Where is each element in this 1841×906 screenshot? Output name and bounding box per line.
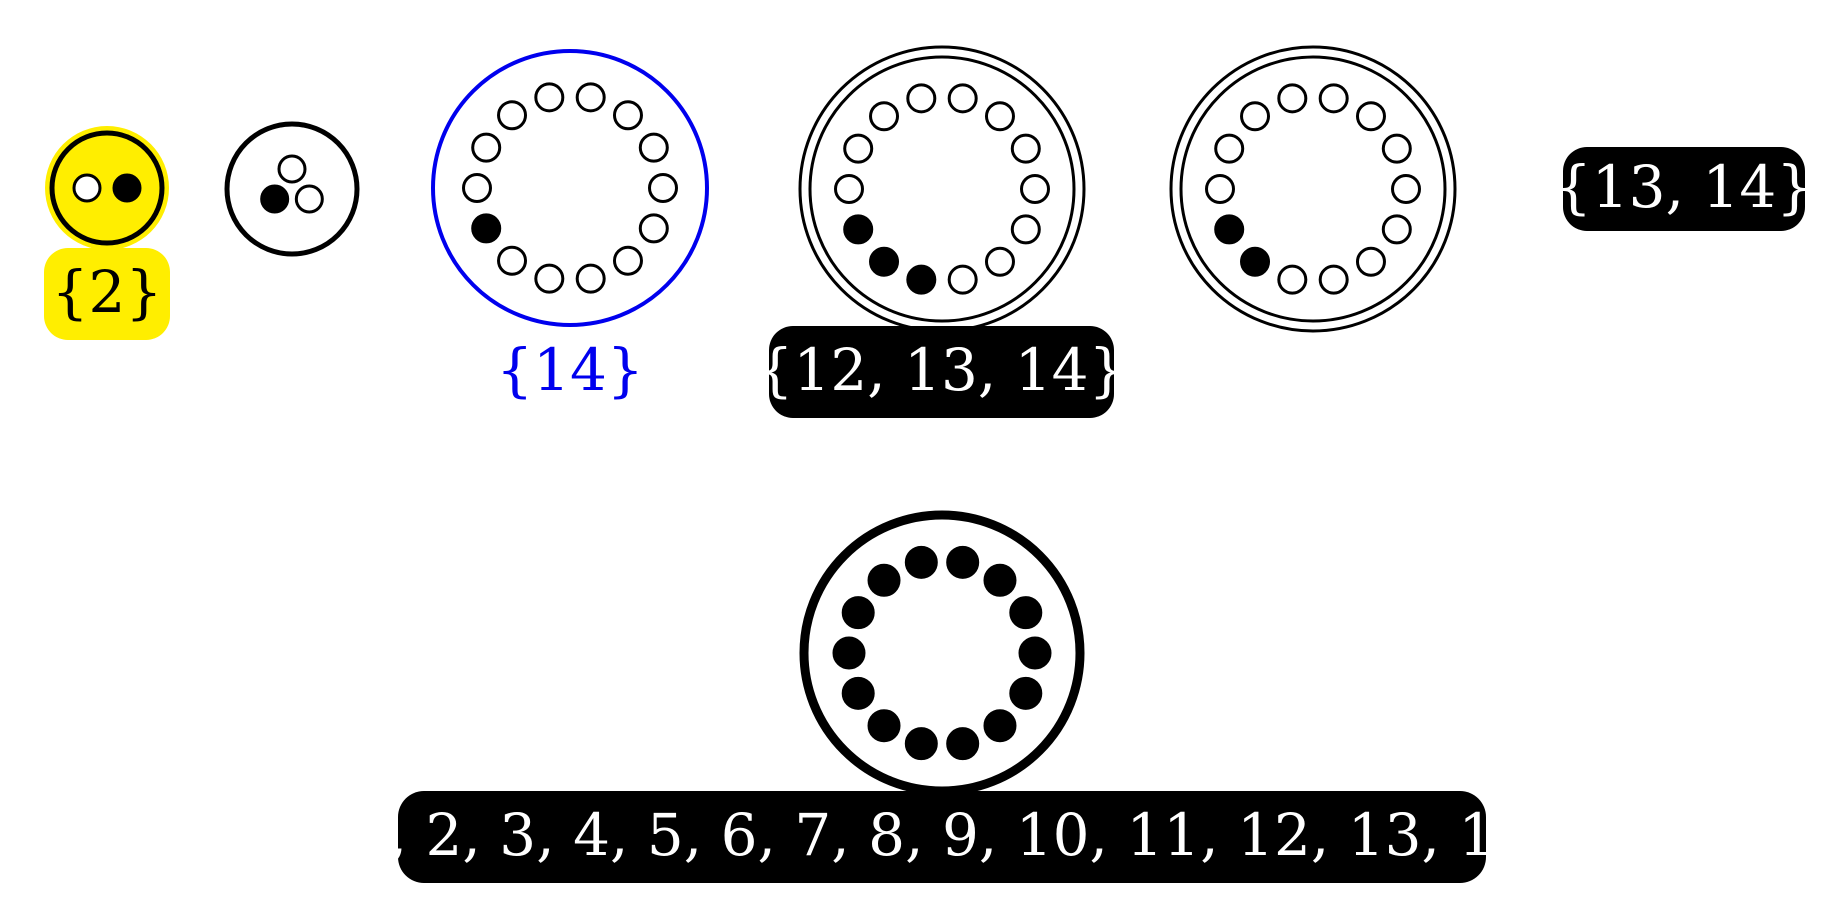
empty-bead bbox=[1277, 83, 1308, 114]
empty-bead bbox=[462, 173, 492, 203]
diagram-14-dots-all-filled: {1, 2, 3, 4, 5, 6, 7, 8, 9, 10, 11, 12, … bbox=[315, 510, 1569, 883]
filled-bead bbox=[867, 709, 901, 743]
empty-bead bbox=[575, 82, 606, 113]
inner-ring bbox=[1179, 55, 1447, 323]
empty-bead bbox=[612, 100, 643, 131]
empty-bead bbox=[534, 82, 565, 113]
empty-bead bbox=[834, 174, 864, 204]
set-label: {12, 13, 14} bbox=[757, 336, 1126, 404]
empty-bead bbox=[1355, 101, 1386, 132]
filled-bead bbox=[946, 545, 980, 579]
empty-bead bbox=[1205, 174, 1235, 204]
empty-bead bbox=[947, 264, 978, 295]
filled-bead bbox=[832, 636, 866, 670]
diagram-3-dots bbox=[224, 121, 360, 257]
empty-bead bbox=[638, 213, 669, 244]
filled-bead bbox=[983, 563, 1017, 597]
label-badge bbox=[44, 248, 170, 340]
filled-bead bbox=[983, 709, 1017, 743]
label-badge bbox=[1563, 147, 1805, 231]
outer-ring bbox=[49, 130, 165, 246]
filled-bead bbox=[1009, 676, 1043, 710]
empty-bead bbox=[1214, 133, 1245, 164]
filled-bead bbox=[906, 264, 937, 295]
empty-bead bbox=[1010, 214, 1041, 245]
filled-bead bbox=[841, 596, 875, 630]
empty-bead bbox=[277, 154, 307, 184]
filled-bead bbox=[946, 727, 980, 761]
empty-bead bbox=[497, 100, 528, 131]
empty-bead bbox=[1355, 246, 1386, 277]
empty-bead bbox=[72, 173, 102, 203]
empty-bead bbox=[984, 101, 1015, 132]
dot-group bbox=[834, 83, 1050, 295]
empty-bead bbox=[638, 132, 669, 163]
empty-bead bbox=[1381, 214, 1412, 245]
empty-bead bbox=[497, 245, 528, 276]
empty-bead bbox=[984, 246, 1015, 277]
empty-bead bbox=[612, 245, 643, 276]
dot-group bbox=[72, 173, 142, 203]
filled-bead bbox=[869, 246, 900, 277]
filled-bead bbox=[1009, 596, 1043, 630]
dot-group bbox=[260, 154, 324, 214]
filled-bead bbox=[904, 727, 938, 761]
outer-ring bbox=[224, 121, 360, 257]
empty-bead bbox=[1381, 133, 1412, 164]
empty-bead bbox=[648, 173, 678, 203]
filled-bead bbox=[471, 213, 502, 244]
dot-group bbox=[462, 82, 678, 294]
filled-bead bbox=[1018, 636, 1052, 670]
filled-bead bbox=[841, 676, 875, 710]
empty-bead bbox=[1010, 133, 1041, 164]
empty-bead bbox=[471, 132, 502, 163]
filled-bead bbox=[843, 214, 874, 245]
empty-bead bbox=[1391, 174, 1421, 204]
label-badge bbox=[769, 326, 1114, 418]
filled-bead bbox=[867, 563, 901, 597]
empty-bead bbox=[947, 83, 978, 114]
filled-bead bbox=[1240, 246, 1271, 277]
empty-bead bbox=[1240, 101, 1271, 132]
filled-bead bbox=[1214, 214, 1245, 245]
dot-group bbox=[832, 545, 1052, 761]
filled-bead bbox=[904, 545, 938, 579]
inner-ring bbox=[808, 55, 1076, 323]
filled-bead bbox=[112, 173, 142, 203]
set-label: {14} bbox=[496, 336, 644, 404]
set-label: {13, 14} bbox=[1555, 153, 1813, 221]
empty-bead bbox=[1318, 83, 1349, 114]
empty-bead bbox=[1277, 264, 1308, 295]
label-badge bbox=[398, 791, 1486, 883]
diagram-14-dots-double-ring: {12, 13, 14} bbox=[757, 45, 1126, 418]
empty-bead bbox=[534, 263, 565, 294]
diagram-2-dots: {2} bbox=[44, 126, 170, 340]
empty-bead bbox=[1020, 174, 1050, 204]
empty-bead bbox=[869, 101, 900, 132]
empty-bead bbox=[294, 184, 324, 214]
diagram-14-dots-double-ring: {13, 14} bbox=[1169, 45, 1813, 333]
empty-bead bbox=[843, 133, 874, 164]
set-label: {2} bbox=[52, 258, 163, 326]
empty-bead bbox=[906, 83, 937, 114]
set-label: {1, 2, 3, 4, 5, 6, 7, 8, 9, 10, 11, 12, … bbox=[315, 801, 1569, 869]
dot-group bbox=[1205, 83, 1421, 295]
empty-bead bbox=[1318, 264, 1349, 295]
filled-bead bbox=[260, 184, 290, 214]
empty-bead bbox=[575, 263, 606, 294]
diagram-14-dots-blue: {14} bbox=[431, 49, 709, 404]
